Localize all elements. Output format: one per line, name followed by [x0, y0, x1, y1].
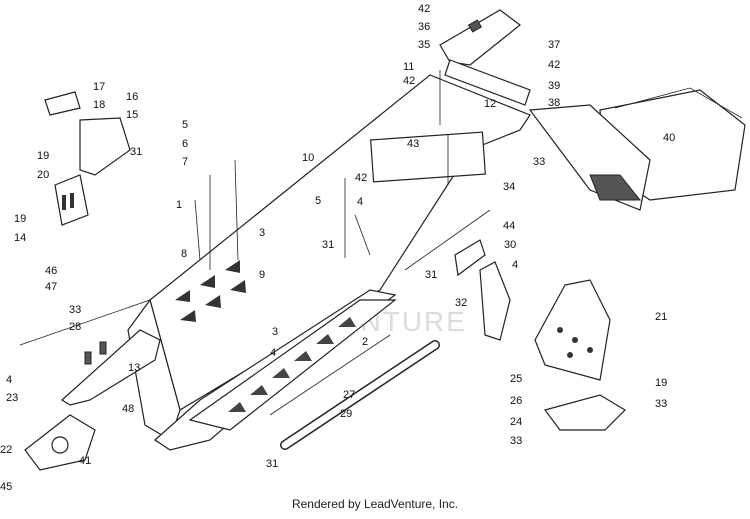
leader-lines	[19, 70, 449, 346]
callout-2: 2	[362, 336, 368, 348]
side-bracket	[454, 239, 511, 341]
ski-plate	[534, 279, 626, 431]
callout-47: 47	[45, 281, 57, 293]
running-board	[188, 299, 397, 431]
callout-20: 20	[37, 169, 49, 181]
callout-46: 46	[45, 265, 57, 277]
callout-24: 24	[510, 416, 522, 428]
callout-35: 35	[418, 39, 430, 51]
callout-1: 1	[176, 199, 182, 211]
callout-5: 5	[182, 119, 188, 131]
callout-21: 21	[655, 311, 667, 323]
callout-8: 8	[181, 248, 187, 260]
callout-43: 43	[407, 138, 419, 150]
callout-27: 27	[343, 389, 355, 401]
callouts: 1 2 3 3 4 4 4 4 5 5 6 7 8 9 10 11 12 13 …	[0, 3, 675, 493]
callout-34: 34	[503, 181, 515, 193]
callout-4: 4	[6, 374, 12, 386]
callout-19: 19	[655, 377, 667, 389]
bracket-assembly	[44, 91, 131, 226]
callout-15: 15	[126, 109, 138, 121]
callout-18: 18	[93, 99, 105, 111]
callout-19: 19	[14, 213, 26, 225]
callout-31: 31	[425, 269, 437, 281]
callout-42: 42	[548, 59, 560, 71]
callout-42: 42	[355, 172, 367, 184]
callout-22: 22	[0, 444, 12, 456]
callout-6: 6	[182, 138, 188, 150]
callout-33: 33	[533, 156, 545, 168]
callout-39: 39	[548, 80, 560, 92]
callout-23: 23	[6, 392, 18, 404]
callout-33: 33	[655, 398, 667, 410]
callout-37: 37	[548, 39, 560, 51]
callout-29: 29	[340, 408, 352, 420]
callout-5: 5	[315, 195, 321, 207]
callout-12: 12	[484, 98, 496, 110]
callout-17: 17	[93, 81, 105, 93]
callout-31: 31	[130, 146, 142, 158]
callout-25: 25	[510, 373, 522, 385]
callout-3: 3	[272, 326, 278, 338]
callout-31: 31	[266, 458, 278, 470]
callout-31: 31	[322, 239, 334, 251]
callout-42: 42	[403, 75, 415, 87]
callout-45: 45	[0, 481, 12, 493]
footer-credit: Rendered by LeadVenture, Inc.	[291, 497, 459, 511]
callout-14: 14	[14, 232, 26, 244]
callout-32: 32	[455, 297, 467, 309]
callout-41: 41	[79, 455, 91, 467]
callout-28: 28	[69, 321, 81, 333]
callout-7: 7	[182, 156, 188, 168]
callout-4: 4	[512, 259, 518, 271]
callout-48: 48	[122, 403, 134, 415]
callout-30: 30	[504, 239, 516, 251]
callout-9: 9	[259, 269, 265, 281]
callout-33: 33	[510, 435, 522, 447]
callout-4: 4	[357, 196, 363, 208]
callout-4: 4	[270, 347, 276, 359]
callout-26: 26	[510, 395, 522, 407]
rods	[269, 209, 491, 450]
callout-11: 11	[403, 61, 414, 73]
callout-19: 19	[37, 150, 49, 162]
callout-36: 36	[418, 21, 430, 33]
front-bumper	[528, 87, 746, 211]
callout-38: 38	[548, 97, 560, 109]
lower-guard	[24, 414, 96, 471]
left-rail	[61, 329, 161, 406]
rear-bumper	[439, 9, 531, 106]
callout-40: 40	[663, 132, 675, 144]
callout-42: 42	[418, 3, 430, 15]
callout-3: 3	[259, 227, 265, 239]
tunnel-cutouts	[175, 260, 246, 322]
callout-33: 33	[69, 304, 81, 316]
callout-16: 16	[126, 91, 138, 103]
callout-10: 10	[302, 152, 314, 164]
callout-13: 13	[128, 362, 140, 374]
callout-44: 44	[503, 220, 515, 232]
